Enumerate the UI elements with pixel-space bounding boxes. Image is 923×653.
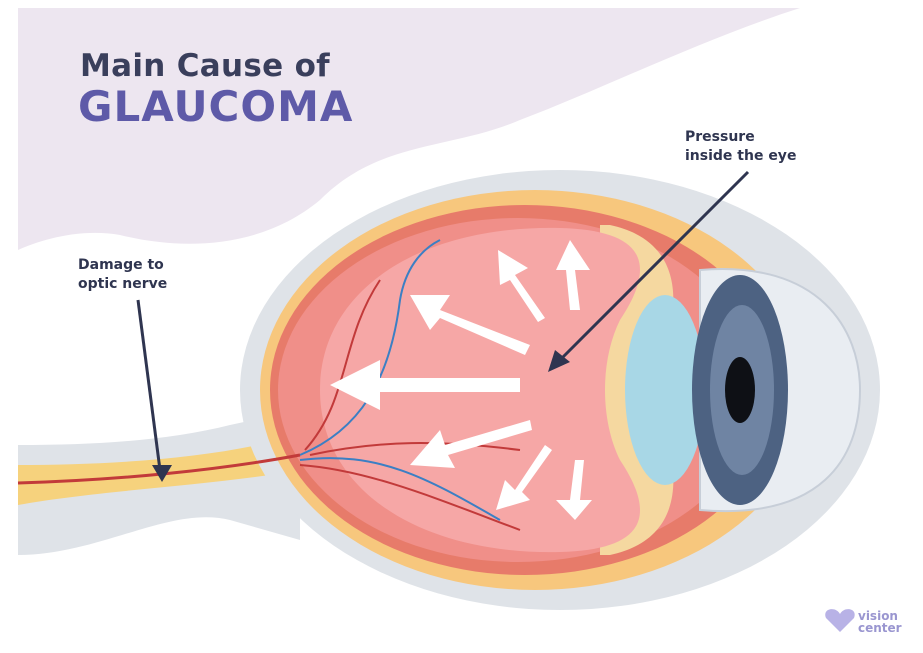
logo-wordmark: vision center <box>858 610 902 634</box>
logo-line-2: center <box>858 622 902 634</box>
label-pressure: Pressure inside the eye <box>685 128 796 166</box>
label-optic-nerve-line-2: optic nerve <box>78 275 167 294</box>
label-optic-nerve: Damage to optic nerve <box>78 256 167 294</box>
label-optic-nerve-line-1: Damage to <box>78 256 167 275</box>
title-line-2: GLAUCOMA <box>78 82 353 131</box>
logo-heart-icon <box>825 609 854 632</box>
label-pressure-line-1: Pressure <box>685 128 796 147</box>
title-line-1: Main Cause of <box>80 48 330 84</box>
label-pressure-line-2: inside the eye <box>685 147 796 166</box>
pupil <box>725 357 755 423</box>
